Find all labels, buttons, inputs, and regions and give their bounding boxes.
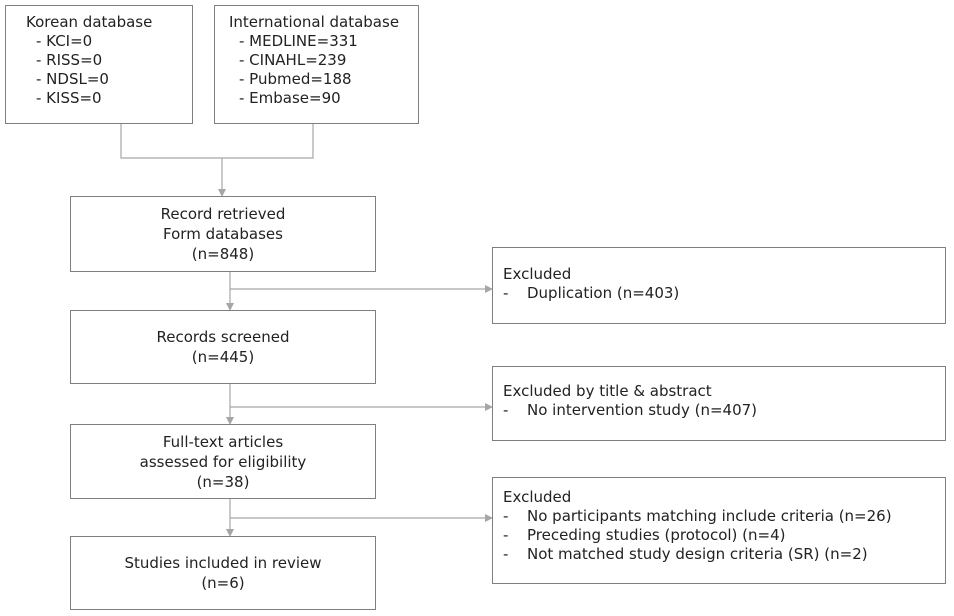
excluded-duplication-box: Excluded -Duplication (n=403) (492, 247, 946, 324)
international-database-title: International database (229, 13, 400, 31)
international-database-item: - MEDLINE=331 (239, 32, 358, 50)
international-database-item: - Pubmed=188 (239, 70, 352, 88)
studies-included-count: (n=6) (201, 574, 245, 592)
excluded-criteria-item: -No participants matching include criter… (503, 507, 892, 525)
korean-database-title: Korean database (26, 13, 153, 31)
excluded-criteria-box: Excluded -No participants matching inclu… (492, 477, 946, 584)
korean-database-list: - KCI=0 - RISS=0 - NDSL=0 - KISS=0 (26, 32, 192, 108)
excluded-duplication-title: Excluded (503, 265, 572, 283)
fulltext-assessed-line: Full-text articles (162, 432, 284, 451)
excluded-title-abstract-list: -No intervention study (n=407) (503, 401, 935, 420)
korean-database-item: - KISS=0 (36, 89, 102, 107)
international-database-list: - MEDLINE=331 - CINAHL=239 - Pubmed=188 … (229, 32, 418, 108)
korean-database-item: - KCI=0 (36, 32, 93, 50)
records-screened-label: Records screened (156, 328, 290, 346)
fulltext-assessed-line: assessed for eligibility (139, 452, 307, 471)
excluded-criteria-item: -Preceding studies (protocol) (n=4) (503, 526, 786, 544)
fulltext-assessed-box: Full-text articles assessed for eligibil… (70, 424, 376, 499)
records-retrieved-line: Form databases (163, 225, 283, 243)
korean-database-item: - RISS=0 (36, 51, 103, 69)
records-retrieved-count: (n=848) (191, 245, 255, 263)
excluded-criteria-list: -No participants matching include criter… (503, 507, 935, 564)
records-screened-count: (n=445) (191, 348, 255, 366)
excluded-duplication-item: -Duplication (n=403) (503, 284, 680, 302)
excluded-title-abstract-item: -No intervention study (n=407) (503, 401, 758, 419)
fulltext-assessed-count: (n=38) (196, 472, 250, 491)
international-database-item: - CINAHL=239 (239, 51, 347, 69)
korean-database-box: Korean database - KCI=0 - RISS=0 - NDSL=… (5, 5, 193, 124)
records-retrieved-line: Record retrieved (160, 205, 286, 223)
excluded-title-abstract-title: Excluded by title & abstract (503, 382, 712, 400)
records-screened-box: Records screened (n=445) (70, 310, 376, 384)
studies-included-label: Studies included in review (124, 554, 322, 572)
international-database-box: International database - MEDLINE=331 - C… (214, 5, 419, 124)
excluded-title-abstract-box: Excluded by title & abstract -No interve… (492, 366, 946, 441)
international-database-item: - Embase=90 (239, 89, 341, 107)
merge-connector (120, 124, 314, 196)
korean-database-item: - NDSL=0 (36, 70, 109, 88)
excluded-criteria-item: -Not matched study design criteria (SR) … (503, 545, 868, 563)
excluded-criteria-title: Excluded (503, 488, 572, 506)
excluded-duplication-list: -Duplication (n=403) (503, 284, 935, 303)
studies-included-box: Studies included in review (n=6) (70, 536, 376, 610)
records-retrieved-box: Record retrieved Form databases (n=848) (70, 196, 376, 272)
